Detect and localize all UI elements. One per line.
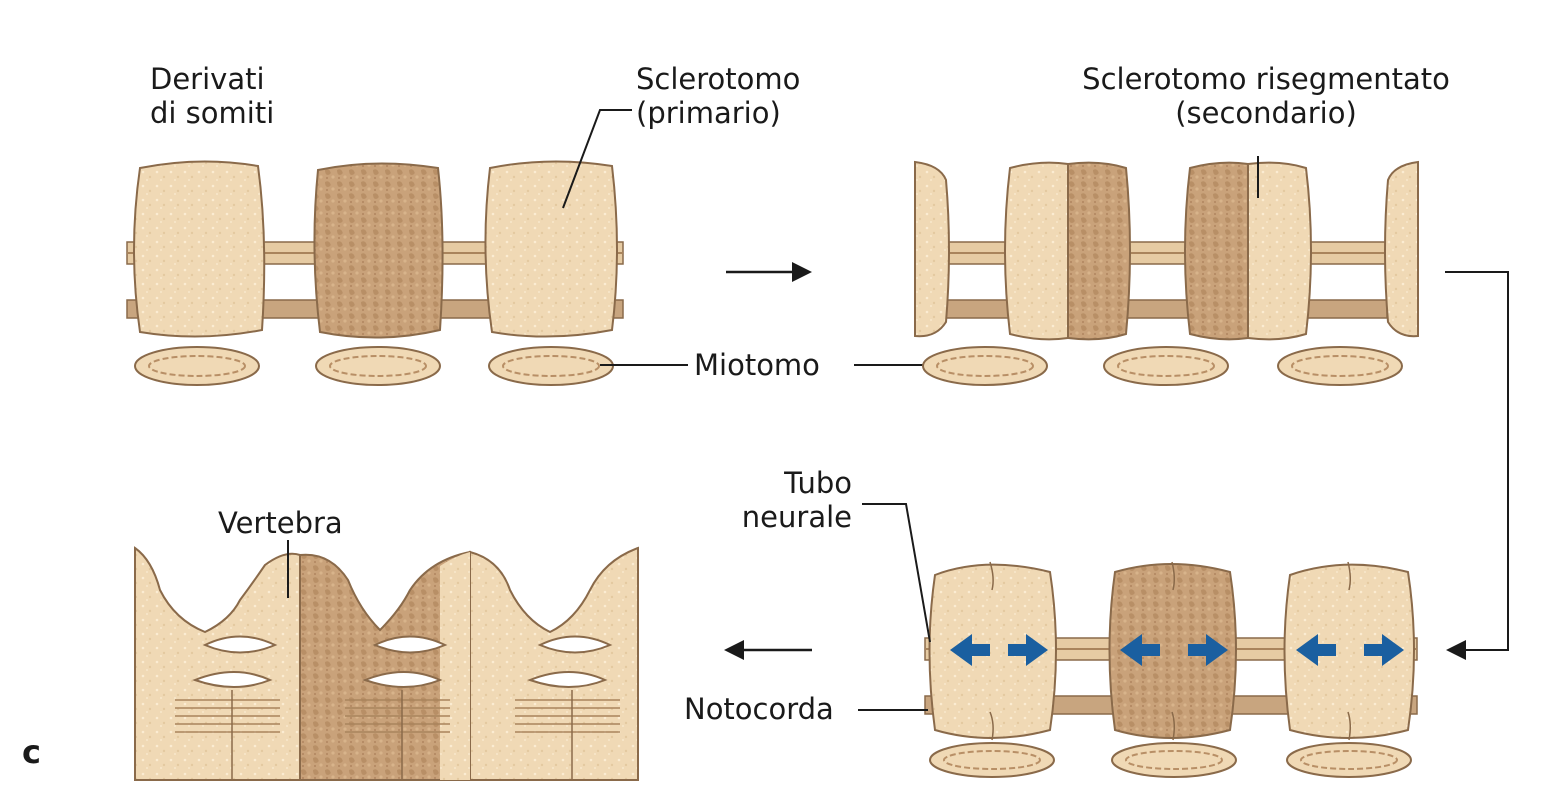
- panel-resegmented-sclerotome: [915, 156, 1418, 385]
- arrow-right-icon: [726, 262, 812, 282]
- leader-tubo-neurale: [862, 504, 930, 642]
- connector-arrow: [1445, 272, 1508, 660]
- label-notocorda: Notocorda: [684, 692, 834, 726]
- somite-block-light: [485, 161, 617, 336]
- label-tubo-line2: neurale: [700, 500, 852, 534]
- panel-vertebra: [135, 540, 638, 780]
- label-sclerotomo-primario-line1: Sclerotomo: [636, 62, 800, 96]
- myotome-row: [135, 347, 613, 385]
- label-sclerotomo-primario: Sclerotomo (primario): [636, 62, 800, 130]
- label-sclerotomo-secondario: Sclerotomo risegmentato (secondario): [1056, 62, 1476, 130]
- label-miotomo: Miotomo: [694, 348, 820, 382]
- label-derivati-line2: di somiti: [150, 96, 274, 130]
- label-derivati-line1: Derivati: [150, 62, 274, 96]
- somite-block-light: [134, 161, 264, 336]
- panel-neural-tube: [858, 504, 1417, 777]
- label-tubo-line1: Tubo: [700, 466, 852, 500]
- label-sclerotomo-primario-line2: (primario): [636, 96, 800, 130]
- panel-letter: c: [22, 735, 41, 769]
- label-tubo-neurale: Tubo neurale: [700, 466, 852, 534]
- somite-block-dark: [314, 163, 442, 337]
- label-sclerotomo-secondario-line2: (secondario): [1056, 96, 1476, 130]
- label-sclerotomo-secondario-line1: Sclerotomo risegmentato: [1056, 62, 1476, 96]
- panel-primary-sclerotome: [127, 110, 632, 385]
- label-derivati-somiti: Derivati di somiti: [150, 62, 274, 130]
- arrow-left-icon: [724, 640, 812, 660]
- label-vertebra: Vertebra: [218, 506, 343, 540]
